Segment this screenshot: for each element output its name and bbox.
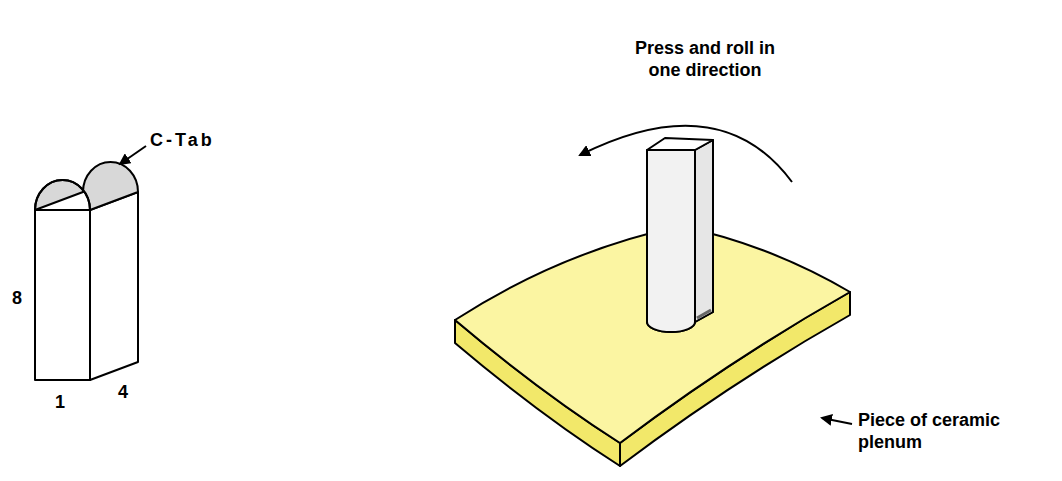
roll-direction-arrow: [580, 126, 792, 182]
c-tab-block: [35, 162, 138, 380]
part-name: C-Tab: [150, 130, 215, 152]
dimension: 1: [55, 392, 65, 414]
dimension: 8: [12, 288, 22, 310]
leader-arrow: [120, 146, 146, 164]
leader-arrow: [822, 418, 852, 424]
standing-c-tab: [647, 138, 713, 332]
dimension: 4: [118, 382, 128, 404]
part-name: Piece of ceramic plenum: [858, 410, 1048, 453]
instruction-text: Press and roll in one direction: [630, 38, 780, 81]
